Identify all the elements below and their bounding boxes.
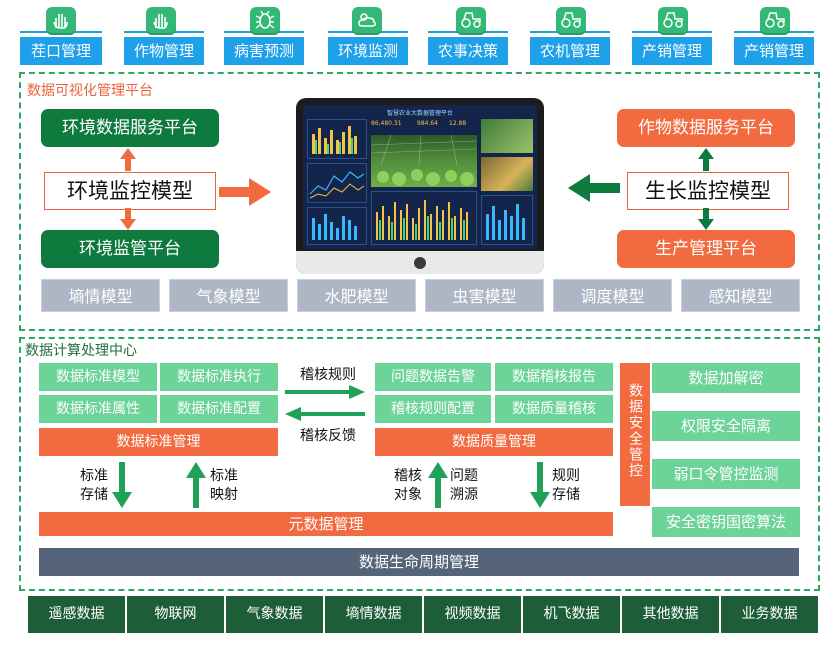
dashboard-panel [307,207,367,245]
compute-section [19,337,820,591]
visualization-title: 数据可视化管理平台 [27,83,153,99]
audit-rule-label: 稽核规则 [300,367,356,383]
security-control-column: 数据安全管控 [620,363,650,506]
dashboard-panel [371,191,477,245]
source-other: 其他数据 [622,596,719,633]
national-crypto-key-cell: 安全密钥国密算法 [652,507,800,537]
monitor-screen: 智慧农业大数据管理平台 86,480.31 984.64 12.88 [303,105,537,249]
standard-attribute-cell: 数据标准属性 [39,395,157,423]
model-weather: 气象模型 [169,279,288,312]
model-scheduling: 调度模型 [553,279,672,312]
quality-management-bar: 数据质量管理 [375,428,613,456]
data-encryption-cell: 数据加解密 [652,363,800,393]
source-iot: 物联网 [127,596,224,633]
model-soil-moisture: 墒情模型 [41,279,160,312]
crop-data-service-platform: 作物数据服务平台 [617,109,795,147]
nav-machinery-management[interactable]: 农机管理 [530,37,610,65]
arrow-down-standard-storage [112,462,132,508]
arrow-up-problem-trace [428,462,448,508]
visualization-section [19,72,820,331]
metadata-management-bar: 元数据管理 [39,512,613,536]
hand-icon [46,7,76,33]
problem-trace-label: 问题 溯源 [450,468,478,503]
source-soil-moisture: 墒情数据 [325,596,422,633]
standard-execution-cell: 数据标准执行 [160,363,278,391]
standard-mapping-label: 标准 映射 [210,468,238,503]
dashboard-stat: 984.64 [417,120,438,127]
greenhouse-photo [370,134,478,187]
arrow-up-standard-mapping [186,462,206,508]
quality-audit-cell: 数据质量稽核 [495,395,613,423]
source-drone: 机飞数据 [523,596,620,633]
arrow-right-audit-rule [285,385,365,399]
source-business: 业务数据 [721,596,818,633]
nav-environment-monitoring[interactable]: 环境监测 [328,37,408,65]
vertical-double-arrow-left [120,148,136,230]
audit-rule-config-cell: 稽核规则配置 [375,395,491,423]
source-weather: 气象数据 [226,596,323,633]
hand-icon [146,7,176,33]
audit-object-label: 稽核 对象 [394,468,422,503]
growth-monitoring-model: 生长监控模型 [627,172,789,210]
audit-report-cell: 数据稽核报告 [495,363,613,391]
problem-data-alert-cell: 问题数据告警 [375,363,491,391]
standard-model-cell: 数据标准模型 [39,363,157,391]
nav-farming-decision[interactable]: 农事决策 [428,37,508,65]
standard-storage-label: 标准 存储 [80,468,108,503]
dashboard-panel [307,163,367,203]
nav-production-sales-2[interactable]: 产销管理 [734,37,814,65]
model-water-fertilizer: 水肥模型 [297,279,416,312]
security-control-title: 数据安全管控 [627,383,643,479]
crop-photo [481,119,533,153]
tractor-icon [556,7,586,33]
vertical-double-arrow-right [698,148,714,230]
weak-password-monitoring-cell: 弱口令管控监测 [652,459,800,489]
nav-crop-rotation[interactable]: 茬口管理 [20,37,102,65]
model-sensing: 感知模型 [681,279,800,312]
source-video: 视频数据 [424,596,521,633]
nav-crop-management[interactable]: 作物管理 [124,37,204,65]
monitor-button [414,257,426,269]
arrow-right-to-monitor [219,178,271,206]
nav-disease-forecast[interactable]: 病害预测 [224,37,304,65]
tractor-icon [658,7,688,33]
dashboard-stat: 12.88 [449,120,467,127]
env-supervision-platform: 环境监管平台 [41,230,219,268]
dashboard-panel [307,119,367,159]
model-pest: 虫害模型 [425,279,544,312]
standard-management-bar: 数据标准管理 [39,428,278,456]
production-management-platform: 生产管理平台 [617,230,795,268]
dashboard-stat: 86,480.31 [371,120,402,127]
bug-icon [250,7,280,33]
data-lifecycle-bar: 数据生命周期管理 [39,548,799,576]
arrow-left-to-monitor [568,174,620,202]
tractor-icon [456,7,486,33]
audit-feedback-label: 稽核反馈 [300,428,356,444]
arrow-down-rule-storage [530,462,550,508]
source-remote-sensing: 遥感数据 [28,596,125,633]
dashboard-title: 智慧农业大数据管理平台 [386,110,453,117]
compute-title: 数据计算处理中心 [25,343,137,359]
permission-isolation-cell: 权限安全隔离 [652,411,800,441]
arrow-left-audit-feedback [285,407,365,421]
crop-photo [481,157,533,191]
standard-config-cell: 数据标准配置 [160,395,278,423]
tractor-icon [760,7,790,33]
env-data-service-platform: 环境数据服务平台 [41,109,219,147]
rule-storage-label: 规则 存储 [552,468,580,503]
nav-production-sales[interactable]: 产销管理 [632,37,712,65]
weather-icon [352,7,382,33]
dashboard-panel [481,195,533,245]
